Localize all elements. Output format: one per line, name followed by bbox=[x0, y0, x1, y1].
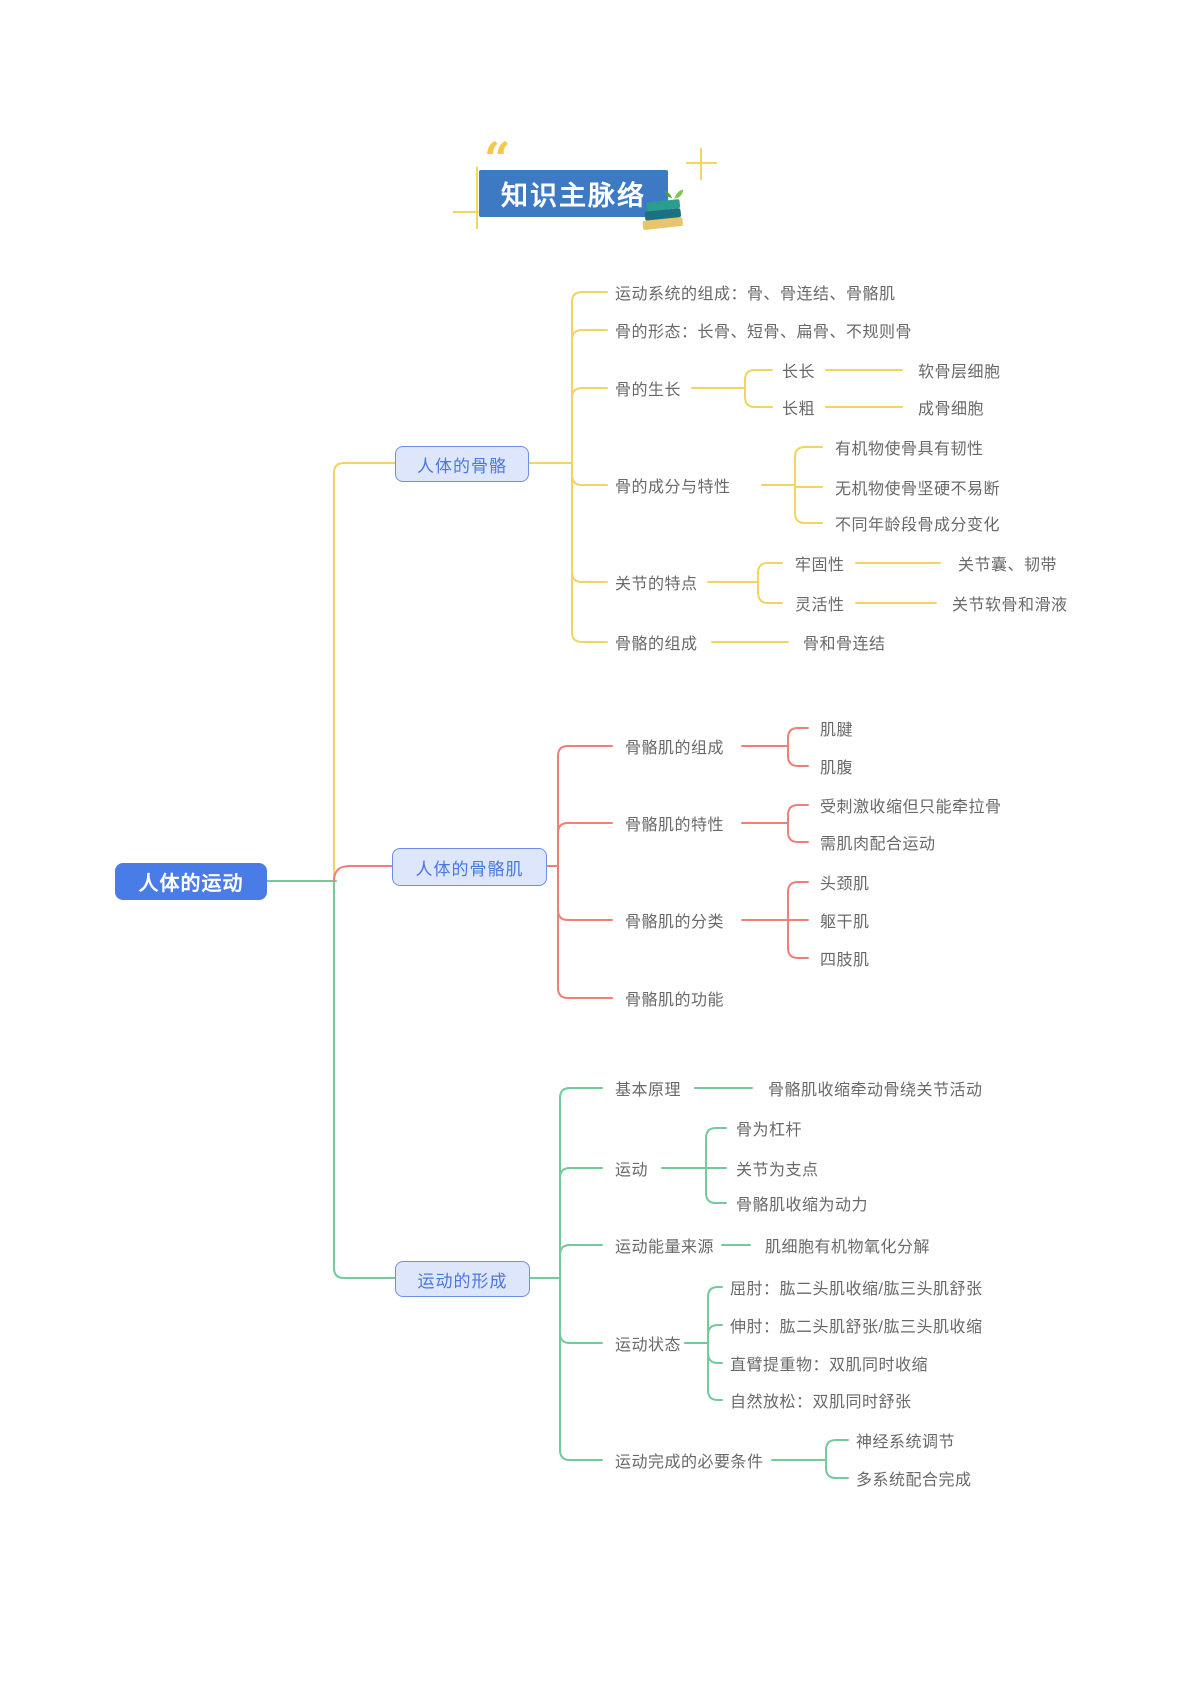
branch-skeleton-label: 人体的骨骼 bbox=[417, 456, 507, 476]
topic-flex-elbow[interactable]: 屈肘：肱二头肌收缩/肱三头肌舒张 bbox=[730, 1281, 983, 1298]
topic-natural-relax[interactable]: 自然放松：双肌同时舒张 bbox=[730, 1394, 912, 1411]
topic-energy-source[interactable]: 运动能量来源 bbox=[615, 1239, 715, 1256]
topic-basic-principle[interactable]: 基本原理 bbox=[615, 1082, 682, 1099]
topic-movement-states[interactable]: 运动状态 bbox=[615, 1337, 682, 1354]
topic-joint-as-fulcrum[interactable]: 关节为支点 bbox=[736, 1162, 819, 1179]
topic-bone-growth[interactable]: 骨的生长 bbox=[615, 382, 682, 399]
topic-trunk-muscles[interactable]: 躯干肌 bbox=[820, 914, 870, 931]
root-label: 人体的运动 bbox=[138, 873, 244, 895]
topic-grow-thicker[interactable]: 长粗 bbox=[782, 401, 816, 418]
topic-cartilage-layer-cells[interactable]: 软骨层细胞 bbox=[918, 364, 1001, 381]
decor-line-right-vertical bbox=[700, 148, 702, 180]
branch-muscle-connectors bbox=[544, 727, 809, 999]
branch-skeleton-connectors bbox=[526, 291, 941, 643]
topic-articular-cartilage-synovial-fluid[interactable]: 关节软骨和滑液 bbox=[952, 597, 1068, 614]
topic-muscle-cooperation[interactable]: 需肌肉配合运动 bbox=[820, 836, 936, 853]
topic-organic-toughness[interactable]: 有机物使骨具有韧性 bbox=[835, 441, 984, 458]
topic-age-composition-change[interactable]: 不同年龄段骨成分变化 bbox=[835, 517, 1001, 534]
books-icon bbox=[642, 189, 684, 230]
topic-contract-on-stimulus[interactable]: 受刺激收缩但只能牵拉骨 bbox=[820, 799, 1002, 816]
topic-osteoblasts[interactable]: 成骨细胞 bbox=[918, 401, 985, 418]
topic-limb-muscles[interactable]: 四肢肌 bbox=[820, 952, 870, 969]
topic-muscle-contraction-power[interactable]: 骨骼肌收缩为动力 bbox=[736, 1197, 869, 1214]
topic-grow-longer[interactable]: 长长 bbox=[782, 364, 816, 381]
topic-tendon[interactable]: 肌腱 bbox=[820, 722, 854, 739]
topic-muscle-belly[interactable]: 肌腹 bbox=[820, 760, 854, 777]
topic-skeletal-muscle-composition[interactable]: 骨骼肌的组成 bbox=[625, 740, 725, 757]
topic-bone-as-lever[interactable]: 骨为杠杆 bbox=[736, 1122, 803, 1139]
branch-node-skeletal-muscle[interactable]: 人体的骨骼肌 bbox=[392, 848, 547, 886]
page-title-banner: 知识主脉络 bbox=[479, 170, 668, 217]
topic-flexibility[interactable]: 灵活性 bbox=[795, 597, 845, 614]
topic-skeleton-composition[interactable]: 骨骼的组成 bbox=[615, 636, 698, 653]
double-quote-icon: “ bbox=[484, 132, 511, 186]
topic-straight-arm-lift[interactable]: 直臂提重物：双肌同时收缩 bbox=[730, 1357, 929, 1374]
topic-bone-shapes[interactable]: 骨的形态：长骨、短骨、扁骨、不规则骨 bbox=[615, 324, 913, 341]
decor-line-left-horizontal bbox=[453, 211, 493, 213]
topic-principle-detail[interactable]: 骨骼肌收缩牵动骨绕关节活动 bbox=[768, 1082, 983, 1099]
page-title: 知识主脉络 bbox=[501, 181, 646, 211]
topic-bones-and-connections[interactable]: 骨和骨连结 bbox=[803, 636, 886, 653]
decor-line-left-vertical bbox=[476, 167, 478, 229]
topic-multi-system-cooperation[interactable]: 多系统配合完成 bbox=[856, 1472, 972, 1489]
branch-movement-connectors bbox=[527, 1087, 849, 1479]
topic-inorganic-hardness[interactable]: 无机物使骨坚硬不易断 bbox=[835, 481, 1001, 498]
topic-skeletal-muscle-properties[interactable]: 骨骼肌的特性 bbox=[625, 817, 725, 834]
spine-red-connector bbox=[333, 865, 393, 882]
topic-skeletal-muscle-function[interactable]: 骨骼肌的功能 bbox=[625, 992, 725, 1009]
decor-line-right-horizontal bbox=[686, 162, 717, 164]
topic-energy-detail[interactable]: 肌细胞有机物氧化分解 bbox=[765, 1239, 931, 1256]
branch-node-skeleton[interactable]: 人体的骨骼 bbox=[395, 446, 529, 482]
topic-bone-composition-properties[interactable]: 骨的成分与特性 bbox=[615, 479, 731, 496]
root-node-human-movement[interactable]: 人体的运动 bbox=[115, 863, 267, 900]
spine-green-connector bbox=[266, 880, 396, 1279]
topic-movement-requirements[interactable]: 运动完成的必要条件 bbox=[615, 1454, 764, 1471]
spine-yellow-connector bbox=[333, 462, 396, 882]
topic-movement[interactable]: 运动 bbox=[615, 1162, 649, 1179]
branch-movement-label: 运动的形成 bbox=[417, 1271, 508, 1291]
topic-nervous-regulation[interactable]: 神经系统调节 bbox=[856, 1434, 956, 1451]
branch-node-movement-formation[interactable]: 运动的形成 bbox=[395, 1261, 530, 1297]
topic-motor-system-composition[interactable]: 运动系统的组成：骨、骨连结、骨骼肌 bbox=[615, 286, 896, 303]
topic-joint-capsule-ligament[interactable]: 关节囊、韧带 bbox=[958, 557, 1058, 574]
topic-firmness[interactable]: 牢固性 bbox=[795, 557, 845, 574]
topic-head-neck-muscles[interactable]: 头颈肌 bbox=[820, 876, 870, 893]
topic-joint-features[interactable]: 关节的特点 bbox=[615, 576, 698, 593]
topic-extend-elbow[interactable]: 伸肘：肱二头肌舒张/肱三头肌收缩 bbox=[730, 1319, 983, 1336]
branch-muscle-label: 人体的骨骼肌 bbox=[415, 859, 524, 879]
topic-skeletal-muscle-classification[interactable]: 骨骼肌的分类 bbox=[625, 914, 725, 931]
